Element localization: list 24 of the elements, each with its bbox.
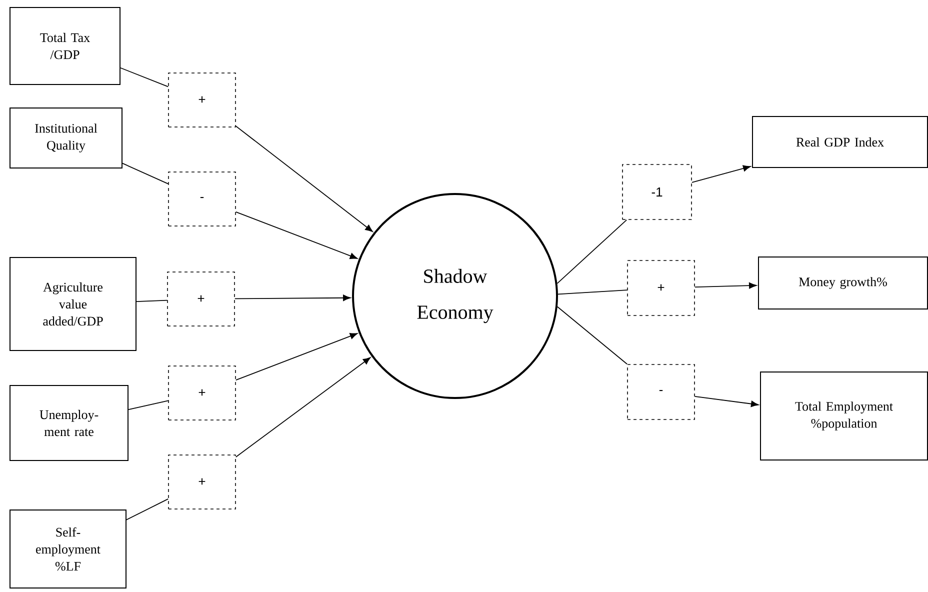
variable-box: Money growth% [758, 256, 928, 310]
arrow [234, 294, 351, 302]
arrow [235, 333, 358, 380]
variable-box: Agriculture value added/GDP [10, 257, 136, 351]
arrow [694, 282, 757, 289]
arrow [235, 126, 373, 232]
variable-box: Institutional Quality [10, 108, 122, 168]
sign-box: -1 [622, 164, 692, 220]
sign-box: - [168, 172, 236, 226]
variable-box: Self- employment %LF [10, 510, 126, 588]
variable-box: Real GDP Index [752, 116, 928, 168]
arrow [235, 212, 358, 259]
sign-box: + [168, 366, 236, 420]
arrow [691, 165, 751, 183]
variable-box: Total Tax /GDP [10, 7, 120, 85]
sign-box: + [168, 72, 236, 128]
sign-box: - [627, 364, 695, 420]
variable-box: Total Employment %population [760, 372, 928, 460]
variable-box: Unemploy- ment rate [10, 385, 128, 461]
arrow [235, 357, 371, 458]
sign-box: + [167, 272, 235, 326]
sign-box: + [627, 260, 695, 316]
arrow [694, 396, 759, 407]
sign-box: + [168, 454, 236, 510]
